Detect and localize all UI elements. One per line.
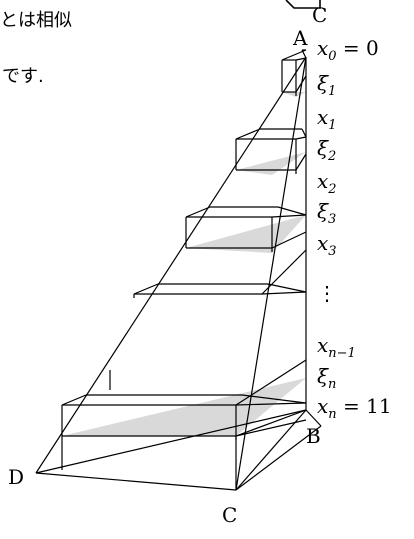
slab-1-top-right2 bbox=[295, 57, 307, 61]
slab-1-bot-right bbox=[295, 75, 307, 93]
slab-n-top-right bbox=[241, 394, 307, 404]
edge-c-d bbox=[35, 472, 237, 491]
vertex-b: B bbox=[306, 424, 321, 448]
text-fragment-1: とは相似 bbox=[0, 10, 72, 31]
slab-3-top-right2 bbox=[271, 214, 307, 218]
slab-1-top-left bbox=[281, 49, 307, 61]
axis-label-xin: ξn bbox=[317, 364, 336, 392]
slab-1-top-right bbox=[301, 49, 307, 59]
slab-n-top-right2 bbox=[235, 402, 307, 406]
vertex-d: D bbox=[8, 465, 24, 489]
edge-b-c bbox=[235, 409, 307, 491]
slab-2-top-left bbox=[235, 128, 261, 140]
shaded-sections bbox=[62, 92, 306, 436]
slab-4-right-side bbox=[261, 249, 307, 295]
slab-3-top-left bbox=[185, 206, 211, 218]
text-fragment-2: です. bbox=[2, 66, 44, 87]
vertex-c-top: C bbox=[312, 3, 327, 27]
axis-label-xn1: xn−1 bbox=[317, 333, 356, 361]
shade-xi3 bbox=[186, 215, 306, 253]
shade-xi2 bbox=[236, 152, 306, 175]
axis-label-xn: xn = 11 bbox=[317, 394, 392, 422]
slab-n-right-side bbox=[235, 409, 307, 437]
slab-n-top-left bbox=[61, 394, 87, 406]
vertex-labels: A B D C C bbox=[8, 3, 327, 527]
shade-xin bbox=[62, 378, 306, 436]
edge-d-b bbox=[35, 409, 307, 474]
slab-3-top-right bbox=[277, 206, 307, 216]
edge-a-d bbox=[35, 56, 307, 474]
edge-b-base bbox=[305, 409, 322, 427]
axis-label-vdots: ⋮ bbox=[317, 281, 337, 305]
shade-xi1 bbox=[282, 92, 306, 97]
vertex-c: C bbox=[222, 503, 237, 527]
slab-n-bot-right bbox=[235, 419, 307, 437]
slab-n-top-right bbox=[235, 359, 307, 406]
slab-2-top-right2 bbox=[295, 136, 307, 140]
axis-label-xi3: ξ3 bbox=[317, 199, 336, 227]
slab-4-top-left bbox=[133, 283, 159, 295]
slab-4-top-right2 bbox=[261, 291, 307, 295]
edge-c-base bbox=[235, 425, 322, 491]
axis-label-x1: x1 bbox=[317, 105, 337, 133]
edge-a-c bbox=[235, 56, 307, 491]
slab-2-top-right bbox=[301, 128, 307, 138]
axis-label-xi2: ξ2 bbox=[317, 136, 336, 164]
vertex-a: A bbox=[292, 26, 308, 50]
staircase-lines bbox=[35, 49, 322, 491]
slab-4-top-right bbox=[267, 283, 307, 293]
axis-label-x3: x3 bbox=[317, 231, 337, 259]
top-partial-box bbox=[285, 0, 321, 9]
slab-2-bot-right bbox=[295, 153, 307, 171]
slab-3-bot-right bbox=[271, 231, 307, 249]
axis-label-x0: x0 = 0 bbox=[317, 36, 379, 64]
axis-label-x2: x2 bbox=[317, 169, 337, 197]
axis-label-xi1: ξ1 bbox=[317, 71, 336, 99]
